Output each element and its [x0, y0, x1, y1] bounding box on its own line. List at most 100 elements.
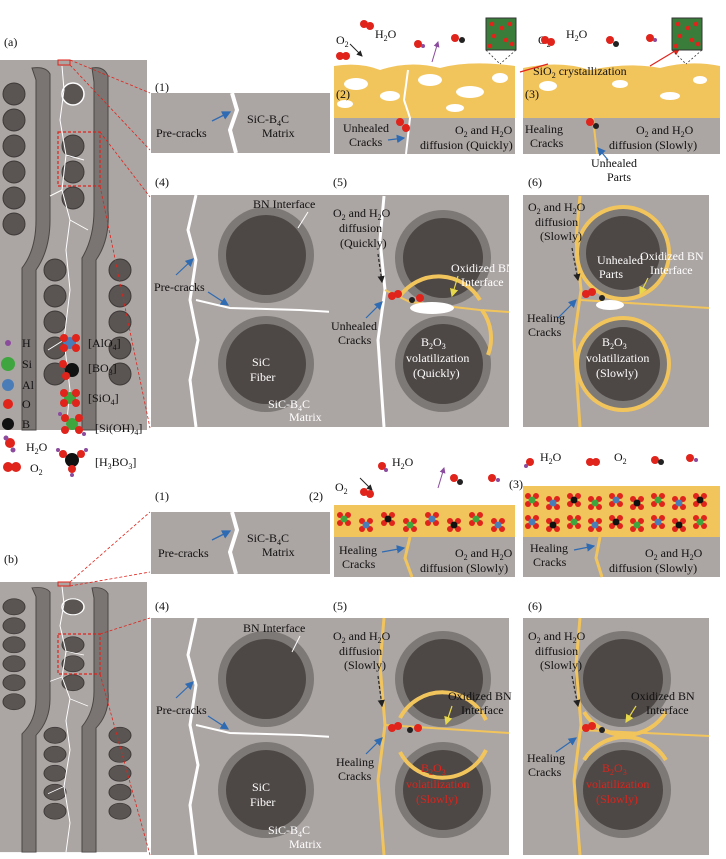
svg-text:Matrix: Matrix — [262, 545, 295, 559]
panel-number: (1) — [155, 489, 169, 503]
svg-text:Interface: Interface — [461, 703, 504, 717]
svg-text:Unhealed: Unhealed — [591, 156, 637, 170]
legend: H Si Al O B H2O O2 [AlO4] [BO3] [SiO4] [… — [1, 334, 142, 477]
svg-text:(Slowly): (Slowly) — [344, 658, 386, 672]
svg-text:(Quickly): (Quickly) — [413, 366, 460, 380]
svg-text:O2 and H2O: O2 and H2O — [636, 123, 694, 139]
svg-text:Cracks: Cracks — [342, 557, 376, 571]
oxide-molecules-b2 — [337, 512, 505, 532]
panel-b6: (6) O2 and H2O diffusion (Slowly) Oxidiz… — [523, 599, 710, 856]
svg-text:(Quickly): (Quickly) — [340, 236, 387, 250]
panel-a5: (5) O2 and H2O diffusion (Quickly) Oxidi… — [329, 175, 515, 428]
svg-text:diffusion: diffusion — [535, 644, 578, 658]
svg-text:SiC-B4C: SiC-B4C — [247, 112, 289, 128]
panel-number: (1) — [155, 80, 169, 94]
svg-text:Cracks: Cracks — [338, 333, 372, 347]
svg-text:Healing: Healing — [336, 755, 374, 769]
zoom-box-large — [57, 131, 101, 187]
svg-text:H2O: H2O — [26, 440, 48, 456]
svg-text:O2 and H2O: O2 and H2O — [333, 206, 391, 222]
part-a-label: (a) — [4, 35, 17, 49]
svg-text:O2: O2 — [614, 450, 627, 466]
panel-b3: (3) H2O O2 Healing Cracks O2 and H2O dif… — [509, 450, 720, 578]
svg-text:Healing: Healing — [525, 122, 563, 136]
panel-b4: (4) BN Interface Pre-cracks SiC Fiber Si… — [151, 599, 334, 856]
svg-text:BN Interface: BN Interface — [243, 621, 305, 635]
svg-text:O2 and H2O: O2 and H2O — [333, 629, 391, 645]
svg-text:[H3BO3]: [H3BO3] — [95, 455, 136, 471]
svg-text:[BO3]: [BO3] — [88, 361, 117, 377]
svg-text:Al: Al — [22, 378, 35, 392]
svg-text:Cracks: Cracks — [528, 325, 562, 339]
svg-text:Interface: Interface — [461, 275, 504, 289]
svg-text:(Slowly): (Slowly) — [540, 658, 582, 672]
panel-number: (6) — [528, 175, 542, 189]
zoom-box-small — [57, 59, 71, 66]
svg-text:O2: O2 — [336, 33, 349, 49]
svg-text:Pre-cracks: Pre-cracks — [156, 703, 207, 717]
svg-text:diffusion: diffusion — [339, 644, 382, 658]
svg-text:volatilization: volatilization — [406, 351, 469, 365]
svg-text:SiO2 crystallization: SiO2 crystallization — [533, 64, 627, 80]
crystal-inset-a3 — [671, 17, 703, 65]
panel-number: (6) — [528, 599, 542, 613]
part-a-overview — [0, 59, 148, 431]
svg-text:B2O3: B2O3 — [602, 335, 627, 351]
svg-text:Fiber: Fiber — [250, 370, 275, 384]
svg-text:Oxidized BN: Oxidized BN — [631, 689, 695, 703]
svg-text:volatilization: volatilization — [406, 777, 469, 791]
panel-number: (2) — [336, 87, 350, 101]
svg-text:(Slowly): (Slowly) — [540, 229, 582, 243]
svg-text:Cracks: Cracks — [530, 136, 564, 150]
svg-text:(Slowly): (Slowly) — [416, 792, 458, 806]
oxide-molecules-b3 — [525, 493, 707, 532]
svg-text:H2O: H2O — [375, 27, 397, 43]
svg-text:B2O3: B2O3 — [421, 761, 446, 777]
svg-text:Oxidized BN: Oxidized BN — [448, 689, 512, 703]
panel-number: (3) — [509, 477, 523, 491]
svg-text:diffusion: diffusion — [339, 221, 382, 235]
svg-text:Parts: Parts — [599, 267, 623, 281]
svg-text:O2 and H2O: O2 and H2O — [528, 200, 586, 216]
svg-text:Cracks: Cracks — [338, 769, 372, 783]
svg-text:SiC-B4C: SiC-B4C — [247, 531, 289, 547]
svg-text:Unhealed: Unhealed — [597, 253, 643, 267]
svg-text:volatilization: volatilization — [586, 777, 649, 791]
svg-text:Healing: Healing — [527, 751, 565, 765]
svg-text:B2O3: B2O3 — [602, 761, 627, 777]
svg-text:B: B — [22, 417, 30, 431]
svg-text:Matrix: Matrix — [289, 410, 322, 424]
panel-b5: (5) O2 and H2O diffusion (Slowly) Oxidiz… — [329, 599, 512, 856]
svg-text:[SiO4]: [SiO4] — [88, 391, 119, 407]
svg-text:[Si(OH)4]: [Si(OH)4] — [95, 421, 142, 437]
panel-a3: (3) O2 H2O SiO2 crystallization Healing … — [519, 27, 720, 184]
gas-molecules-b — [360, 454, 698, 498]
svg-text:(Slowly): (Slowly) — [596, 366, 638, 380]
svg-text:O2 and H2O: O2 and H2O — [645, 546, 703, 562]
svg-text:Unhealed: Unhealed — [331, 319, 377, 333]
svg-text:O: O — [22, 397, 31, 411]
svg-text:Parts: Parts — [607, 170, 631, 184]
part-b: (b) (1) Pre-cracks SiC-B4C Matrix (2) — [0, 450, 720, 856]
svg-text:O2 and H2O: O2 and H2O — [528, 629, 586, 645]
panel-a6: (6) O2 and H2O diffusion (Slowly) Unheal… — [523, 175, 710, 428]
panel-number: (3) — [525, 87, 539, 101]
panel-number: (4) — [155, 599, 169, 613]
svg-text:Interface: Interface — [646, 703, 689, 717]
svg-text:BN Interface: BN Interface — [253, 197, 315, 211]
svg-text:Cracks: Cracks — [349, 135, 383, 149]
part-a: (a) (1) Pre-cracks SiC-B4C Matrix — [0, 17, 720, 431]
panel-number: (4) — [155, 175, 169, 189]
svg-text:diffusion (Slowly): diffusion (Slowly) — [609, 138, 697, 152]
panel-a4: (4) BN Interface Pre-cracks SiC Fiber Si… — [151, 175, 334, 428]
svg-text:Pre-cracks: Pre-cracks — [158, 546, 209, 560]
svg-text:diffusion (Slowly): diffusion (Slowly) — [420, 561, 508, 575]
svg-text:H2O: H2O — [566, 27, 588, 43]
svg-text:Cracks: Cracks — [528, 765, 562, 779]
crystal-inset-a2 — [485, 17, 517, 65]
part-b-overview — [0, 581, 148, 853]
svg-text:diffusion: diffusion — [535, 215, 578, 229]
svg-text:SiC-B4C: SiC-B4C — [268, 397, 310, 413]
